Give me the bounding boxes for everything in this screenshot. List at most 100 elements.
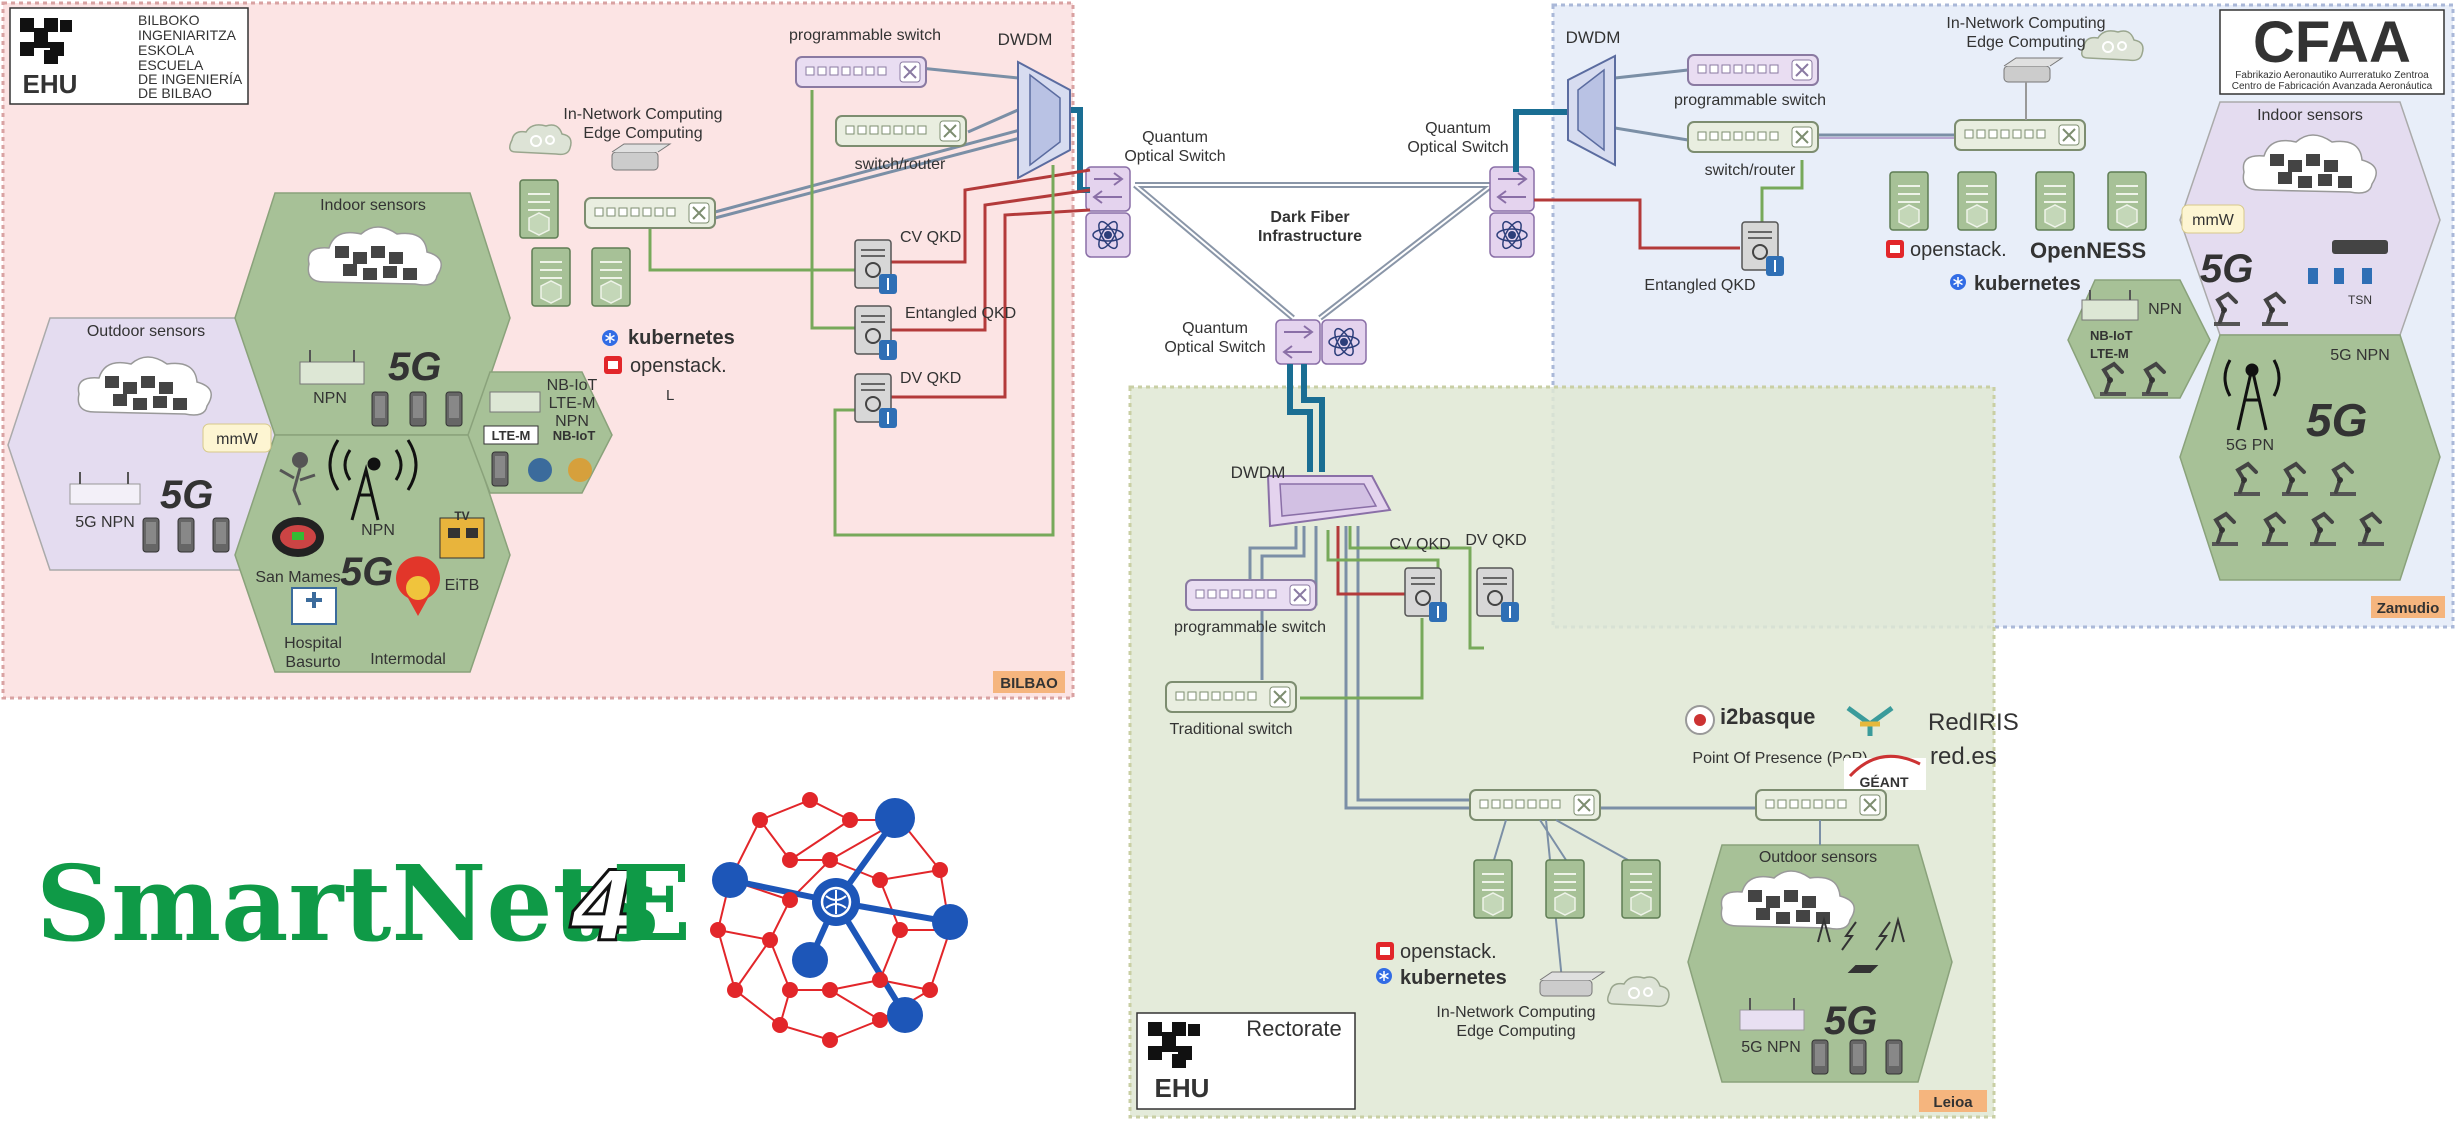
- ehu-bilbao-line-1: BILBOKO: [138, 12, 200, 28]
- bilbao-rugby-icon: [279, 452, 316, 506]
- cfaa-line-1: Fabrikazio Aeronautiko Aurreratuko Zentr…: [2235, 70, 2429, 81]
- leioa-pop-switch: [1755, 789, 1887, 821]
- i2basque-label: i2basque: [1720, 704, 1815, 729]
- zamudio-5g-large: 5G: [2306, 394, 2367, 446]
- zamudio-green-link: [1760, 160, 1804, 225]
- bilbao-tag: BILBAO: [1000, 675, 1058, 692]
- leioa-phone-3: [1885, 1039, 1903, 1075]
- bilbao-tv-badge: TV: [454, 509, 469, 523]
- bilbao-server-2: [531, 247, 571, 307]
- leioa-dwdm-label: DWDM: [1231, 463, 1286, 482]
- leioa-traditional-switch: [1165, 681, 1297, 713]
- zamudio-indoor-label: Indoor sensors: [2257, 107, 2363, 124]
- leioa-quantum-optical-switch: [1275, 319, 1367, 365]
- zamudio-ltem-badge: LTE-M: [2090, 346, 2129, 361]
- cfaa-logo: [2219, 9, 2445, 95]
- bilbao-programmable-switch-label: programmable switch: [789, 27, 941, 44]
- bilbao-inc-label-1: In-Network Computing: [563, 106, 722, 123]
- redes-label: red.es: [1930, 743, 1997, 770]
- geant-label: GÉANT: [1860, 774, 1909, 790]
- zamudio-programmable-switch: [1687, 54, 1819, 86]
- bilbao-nbiot-router: [489, 391, 541, 413]
- leioa-openstack-label: openstack.: [1400, 941, 1497, 963]
- bilbao-inc-label-2: Edge Computing: [583, 125, 702, 142]
- zamudio-fiber-links: [1614, 68, 1955, 142]
- bilbao-outdoor-5g: 5G: [160, 473, 213, 517]
- bilbao-edge-switch: [584, 197, 716, 229]
- bilbao-l-label: L: [666, 387, 674, 404]
- smartnets-e-mark: E: [612, 842, 691, 965]
- leioa-programmable-switch: [1185, 579, 1317, 611]
- bilbao-eitb-label: EiTB: [445, 577, 480, 594]
- zamudio-mmw-label: mmW: [2192, 212, 2235, 229]
- brain-network-graph: [710, 792, 968, 1048]
- pop-label: Point Of Presence (PoP): [1692, 750, 1867, 767]
- leioa-kubernetes-icon: [1375, 967, 1393, 985]
- leioa-outdoor-towers-icon: [1817, 916, 1905, 973]
- bilbao-nbiot-label-1: NB-IoT: [547, 377, 598, 394]
- bilbao-hospital-label-2: Basurto: [285, 654, 340, 671]
- leioa-phone-2: [1849, 1039, 1867, 1075]
- leioa-qos-to-dwdm: [1287, 364, 1325, 472]
- zamudio-qos-label-2: Optical Switch: [1407, 139, 1508, 156]
- geant-box: [1844, 758, 1926, 790]
- bilbao-cv-qkd-label: CV QKD: [900, 229, 961, 246]
- bilbao-openstack-icon: [604, 356, 622, 374]
- bilbao-nbiot-badge-text: NB-IoT: [553, 428, 596, 443]
- ehu-bilbao-line-3: ESKOLA: [138, 42, 195, 58]
- zamudio-openstack-icon: [1886, 240, 1904, 258]
- bilbao-intermodal-icon: [395, 556, 441, 616]
- leioa-5g-npn-router: [1739, 998, 1805, 1031]
- leioa-openstack-icon: [1376, 942, 1394, 960]
- leioa-inc-label-1: In-Network Computing: [1436, 1004, 1595, 1021]
- bilbao-mmw-label: mmW: [216, 431, 259, 448]
- bilbao-indoor-label: Indoor sensors: [320, 197, 426, 214]
- zamudio-switch-router: [1687, 121, 1819, 153]
- bilbao-indoor-phone-3: [445, 391, 463, 427]
- zamudio-tsn-label: TSN: [2348, 293, 2372, 307]
- zamudio-npn-label: NPN: [2148, 301, 2182, 318]
- leioa-tag-box: [1919, 1090, 1987, 1112]
- dark-fiber-label-1: Dark Fiber: [1270, 209, 1349, 226]
- zamudio-entangled-qkd: [1741, 221, 1785, 277]
- rediris-label: RedIRIS: [1928, 709, 2019, 736]
- bilbao-kubernetes-icon: [601, 329, 619, 347]
- leioa-traditional-switch-label: Traditional switch: [1169, 721, 1292, 738]
- bilbao-intermodal-label: Intermodal: [370, 651, 446, 668]
- bilbao-indoor-npn-label: NPN: [313, 390, 347, 407]
- bilbao-nbiot-label-3: NPN: [555, 413, 589, 430]
- smartnets-4-mark: 4: [569, 851, 637, 963]
- bilbao-eitb-icon: [439, 517, 485, 559]
- ehu-bilbao-logo: [9, 7, 249, 105]
- bilbao-entangled-qkd: [854, 305, 898, 361]
- leioa-cv-qkd-label: CV QKD: [1389, 536, 1450, 553]
- bilbao-5g-npn-label: 5G NPN: [75, 514, 135, 531]
- leioa-dwdm: [1266, 475, 1392, 528]
- leioa-dv-qkd-label: DV QKD: [1465, 532, 1526, 549]
- bilbao-tag-box: [993, 671, 1065, 693]
- leioa-qos-label-2: Optical Switch: [1164, 339, 1265, 356]
- bilbao-kubernetes-label: kubernetes: [628, 327, 735, 349]
- bilbao-5g-npn-router: [69, 472, 141, 505]
- leioa-server-2: [1545, 859, 1585, 919]
- zamudio-mmw-badge: [2181, 204, 2245, 234]
- ehu-bilbao-line-4: ESCUELA: [138, 57, 204, 73]
- ehu-bilbao-line-6: DE BILBAO: [138, 85, 212, 101]
- bilbao-programmable-switch: [795, 56, 927, 88]
- geant-swoosh: [1848, 754, 1921, 778]
- bilbao-ltem-badge-text: LTE-M: [492, 428, 531, 443]
- zamudio-qos-label-1: Quantum: [1425, 120, 1491, 137]
- smartnets-wordmark: SmartNets: [36, 842, 659, 965]
- zamudio-server-3: [2035, 171, 2075, 231]
- leioa-programmable-switch-label: programmable switch: [1174, 619, 1326, 636]
- zamudio-programmable-switch-label: programmable switch: [1674, 92, 1826, 109]
- zamudio-tag-box: [2371, 596, 2445, 618]
- bilbao-outdoor-phone-1: [142, 517, 160, 553]
- zamudio-indoor-5g: 5G: [2200, 247, 2253, 291]
- zamudio-dwdm: [1567, 54, 1616, 167]
- bilbao-openstack-label: openstack.: [630, 355, 727, 377]
- leioa-inc-box: [1539, 971, 1606, 997]
- leioa-phone-1: [1811, 1039, 1829, 1075]
- leioa-qkd-links: [1336, 526, 1408, 596]
- bilbao-fiber-links: [714, 66, 1021, 220]
